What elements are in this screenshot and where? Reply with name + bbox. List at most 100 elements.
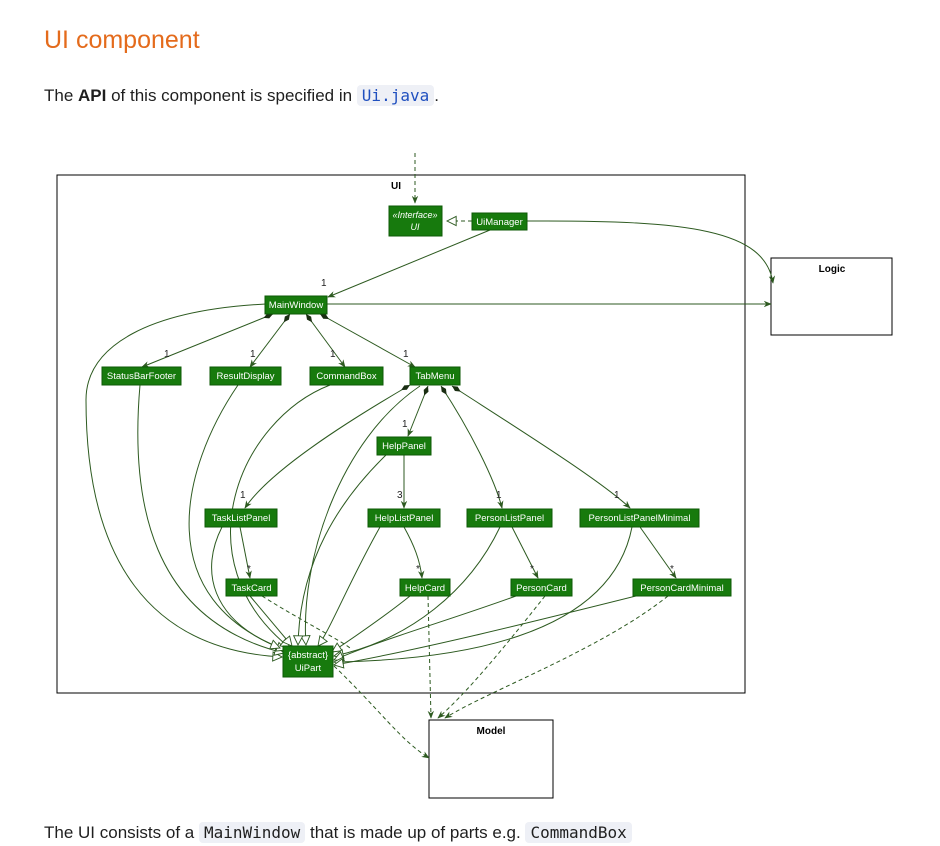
person-list-panel-minimal-label: PersonListPanelMinimal	[589, 513, 691, 524]
edge-mainwindow-uipart	[85, 303, 282, 657]
api-term: API	[78, 86, 107, 105]
help-card-label: HelpCard	[405, 583, 445, 594]
class-ui-interface[interactable]: «Interface» UI	[388, 205, 443, 237]
help-list-panel-label: HelpListPanel	[375, 513, 434, 524]
bottom-middle: that is made up of parts e.g.	[305, 823, 521, 842]
class-person-card-minimal[interactable]: PersonCardMinimal	[632, 578, 732, 597]
edge-helplistpanel-uipart	[318, 526, 381, 646]
main-window-label: MainWindow	[269, 300, 324, 311]
person-list-panel-label: PersonListPanel	[475, 513, 544, 524]
ui-manager-label: UiManager	[476, 217, 522, 228]
edge-taskcard-model	[261, 595, 351, 649]
edge-helpcard-uipart	[332, 595, 411, 652]
edge-uimanager-logic	[526, 220, 776, 284]
mult-helppanel: 1	[402, 419, 408, 430]
mult-commandbox: 1	[330, 349, 336, 360]
edge-tabmenu-helppanel	[407, 385, 429, 437]
person-card-minimal-label: PersonCardMinimal	[640, 583, 723, 594]
class-person-list-panel[interactable]: PersonListPanel	[466, 508, 553, 528]
ui-name: UI	[411, 222, 420, 232]
edge-tabmenu-tasklistpanel	[244, 384, 411, 509]
edge-uimanager-mainwindow	[327, 229, 491, 298]
intro-paragraph: The API of this component is specified i…	[44, 83, 439, 109]
edge-personcardminimal-model	[444, 595, 669, 719]
mainwindow-code: MainWindow	[198, 822, 306, 843]
class-task-list-panel[interactable]: TaskListPanel	[204, 508, 278, 528]
tab-menu-label: TabMenu	[415, 371, 454, 382]
help-panel-label: HelpPanel	[382, 441, 426, 452]
edge-personlistpanel-uipart	[334, 526, 501, 656]
edge-mainwindow-tabmenu	[319, 313, 416, 368]
person-card-label: PersonCard	[516, 583, 567, 594]
class-command-box[interactable]: CommandBox	[309, 366, 384, 386]
class-help-list-panel[interactable]: HelpListPanel	[367, 508, 441, 528]
edge-tabmenu-uipart	[305, 385, 421, 645]
class-ui-part[interactable]: {abstract} UiPart	[282, 645, 334, 678]
class-status-bar-footer[interactable]: StatusBarFooter	[101, 366, 182, 386]
edge-personcardminimal-uipart	[334, 595, 637, 665]
command-box-label: CommandBox	[316, 371, 376, 382]
intro-suffix: .	[434, 86, 439, 105]
edge-personcard-uipart	[334, 595, 517, 660]
class-person-card[interactable]: PersonCard	[510, 578, 573, 597]
edge-mainwindow-resultdisplay	[249, 313, 291, 368]
edge-uipart-model	[333, 665, 430, 759]
mult-tasklistpanel: 1	[240, 490, 246, 501]
class-result-display[interactable]: ResultDisplay	[209, 366, 282, 386]
mult-mainwindow: 1	[321, 278, 327, 289]
commandbox-code: CommandBox	[525, 822, 632, 843]
task-list-panel-label: TaskListPanel	[212, 513, 271, 524]
mult-resultdisplay: 1	[250, 349, 256, 360]
edge-mainwindow-commandbox	[305, 313, 346, 368]
ui-part-stereotype: {abstract}	[288, 650, 328, 661]
mult-personcard: *	[530, 564, 534, 575]
bottom-prefix: The UI consists of a	[44, 823, 199, 842]
model-package	[428, 719, 554, 799]
class-help-card[interactable]: HelpCard	[399, 578, 451, 597]
mult-taskcard: *	[247, 564, 251, 575]
status-bar-footer-label: StatusBarFooter	[107, 371, 176, 382]
logic-package-label: Logic	[819, 264, 846, 275]
mult-personlistpanel: 1	[496, 490, 502, 501]
ui-java-link[interactable]: Ui.java	[356, 85, 435, 106]
ui-package	[56, 174, 746, 694]
edge-tasklistpanel-taskcard	[239, 526, 252, 579]
model-package-label: Model	[477, 726, 506, 737]
edge-resultdisplay-uipart	[188, 384, 286, 650]
mult-personlistpanelminimal: 1	[614, 490, 620, 501]
task-card-label: TaskCard	[231, 583, 271, 594]
edge-tabmenu-personlistpanelminimal	[451, 385, 631, 509]
ui-package-label: UI	[391, 181, 401, 192]
class-task-card[interactable]: TaskCard	[225, 578, 278, 597]
mult-personcardminimal: *	[670, 564, 674, 575]
mult-tabmenu: 1	[403, 349, 409, 360]
class-help-panel[interactable]: HelpPanel	[376, 436, 432, 456]
logic-package	[770, 257, 893, 336]
intro-middle: of this component is specified in	[106, 86, 357, 105]
class-tab-menu[interactable]: TabMenu	[409, 366, 461, 386]
ui-part-name: UiPart	[295, 663, 322, 674]
mult-helplistpanel: 3	[397, 490, 403, 501]
ui-stereotype: «Interface»	[392, 210, 437, 220]
mult-statusbar: 1	[164, 349, 170, 360]
edge-commandbox-uipart	[230, 384, 331, 648]
ui-class-diagram: UI Logic Model	[56, 153, 893, 799]
edge-helplistpanel-helpcard	[403, 526, 425, 579]
intro-prefix: The	[44, 86, 79, 105]
edge-statusbar-uipart	[137, 384, 284, 653]
edge-helppanel-uipart	[298, 454, 387, 645]
mult-helpcard: *	[416, 564, 420, 575]
edge-personlistpanel-personcard	[511, 526, 539, 579]
class-person-list-panel-minimal[interactable]: PersonListPanelMinimal	[579, 508, 700, 528]
bottom-paragraph: The UI consists of a MainWindow that is …	[44, 820, 632, 846]
edge-tasklistpanel-uipart	[211, 526, 280, 648]
edge-personlistpanelminimal-uipart	[334, 526, 633, 662]
edge-helpcard-model	[427, 595, 435, 719]
section-heading: UI component	[44, 26, 200, 54]
edge-personcard-model	[437, 595, 546, 719]
edge-tabmenu-personlistpanel	[440, 385, 504, 509]
class-main-window[interactable]: MainWindow	[264, 295, 328, 315]
class-ui-manager[interactable]: UiManager	[471, 212, 528, 231]
result-display-label: ResultDisplay	[216, 371, 274, 382]
edge-taskcard-uipart	[249, 595, 292, 646]
